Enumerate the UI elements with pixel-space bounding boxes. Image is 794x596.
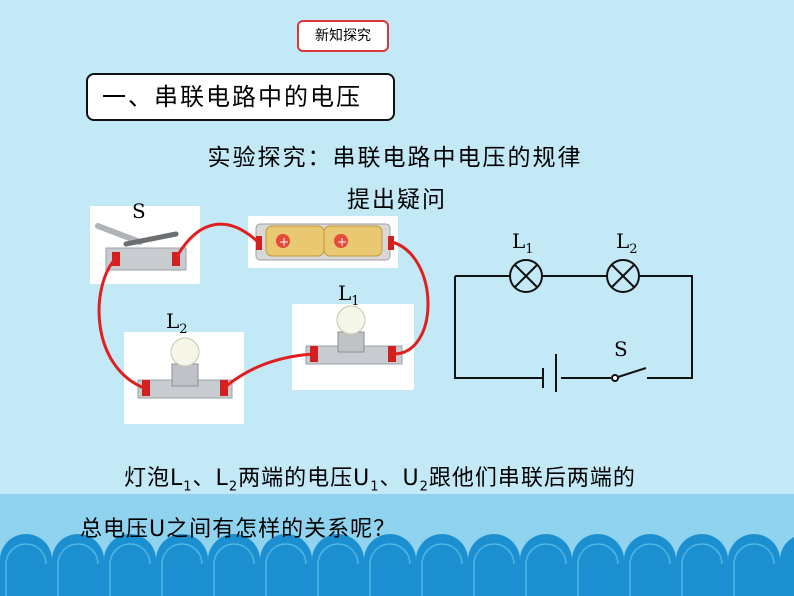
circuit-photo: + + S L2 L1 — [90, 199, 430, 424]
topic-badge: 新知探究 — [297, 20, 389, 52]
diagram-label-l1: L1 — [512, 229, 534, 257]
photo-label-bulb2: L2 — [166, 309, 188, 337]
circuit-diagram: L1 L2 S — [454, 229, 693, 392]
diagram-label-l2: L2 — [616, 229, 638, 257]
question-line-1: 灯泡L1、L2两端的电压U1、U2跟他们串联后两端的 — [124, 466, 636, 495]
photo-label-switch: S — [132, 199, 146, 223]
diagram-switch — [617, 367, 647, 378]
question-line-2: 总电压U之间有怎样的关系呢？ — [80, 517, 397, 542]
wave-decoration — [0, 534, 794, 596]
svg-text:+: + — [279, 235, 289, 249]
photo-label-bulb1: L1 — [338, 281, 360, 309]
experiment-title: 实验探究：串联电路中电压的规律 — [207, 145, 583, 171]
diagram-wire-bottom — [454, 276, 611, 379]
svg-text:+: + — [337, 235, 347, 249]
section-title: 一、串联电路中的电压 — [86, 73, 395, 121]
question-title: 提出疑问 — [347, 187, 447, 213]
diagram-label-switch: S — [614, 337, 628, 361]
diagram-wire-top — [455, 275, 693, 379]
